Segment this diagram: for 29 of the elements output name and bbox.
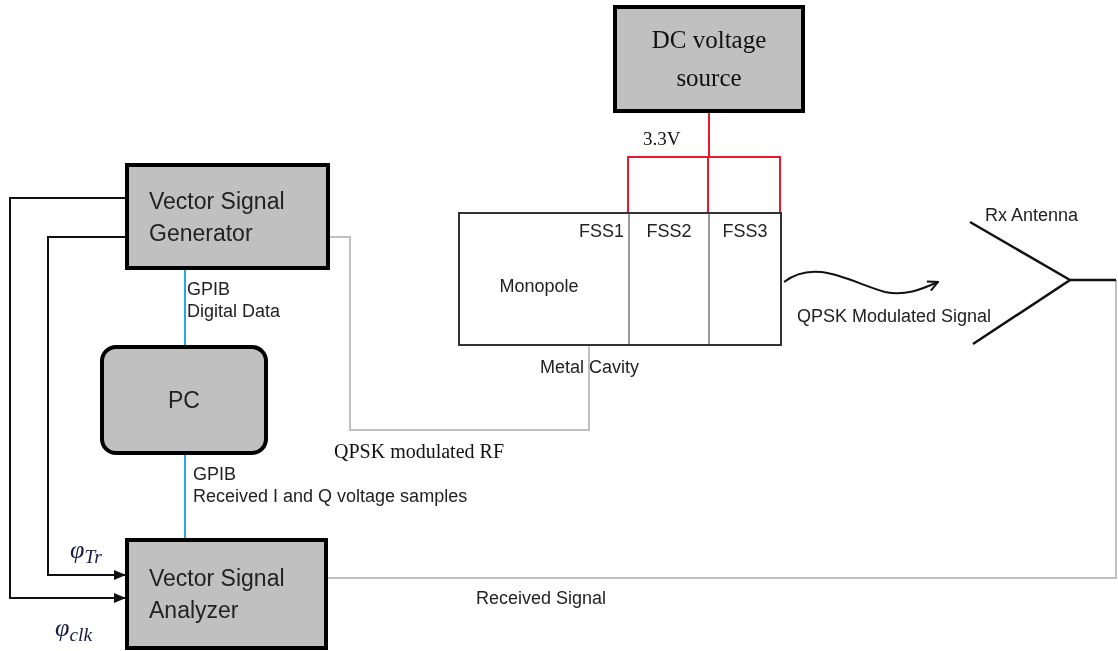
arrow — [9, 197, 126, 603]
edge-label: φ$_{clk}$ — [55, 612, 94, 640]
instrument-box: Vector Signal Generator — [125, 163, 330, 270]
antenna-label: Monopole — [482, 270, 596, 302]
arrow — [47, 236, 126, 580]
arrow — [783, 270, 939, 295]
connector-line — [329, 236, 590, 431]
text-label: Digital Data — [187, 300, 282, 320]
text-label: Received I and Q voltage samples — [193, 485, 469, 505]
connector-line — [327, 279, 1117, 579]
edge-label: Received Signal — [476, 587, 608, 609]
connector-line — [184, 454, 186, 539]
computer-box: PC — [100, 345, 268, 455]
edge-label: GPIB — [193, 463, 237, 483]
node-caption: Metal Cavity — [540, 356, 641, 378]
connector-line — [708, 112, 781, 213]
text-label: 3.3V — [643, 127, 682, 149]
connector-line — [184, 269, 186, 346]
port-label: FSS1 — [560, 214, 628, 244]
antenna-label: Rx Antenna — [985, 204, 1079, 227]
instrument-box: DC voltage source — [613, 5, 805, 113]
cavity-box — [458, 212, 782, 346]
edge-label: QPSK modulated RF — [334, 439, 506, 462]
fss-column: FSS3 — [708, 214, 780, 344]
edge-label: φ$_{Tr}$ — [70, 534, 103, 562]
edge-label: GPIB — [187, 278, 231, 298]
fss-column: FSS2 — [628, 214, 708, 344]
edge-label: QPSK Modulated Signal — [797, 305, 993, 328]
instrument-box: Vector Signal Analyzer — [125, 538, 328, 650]
